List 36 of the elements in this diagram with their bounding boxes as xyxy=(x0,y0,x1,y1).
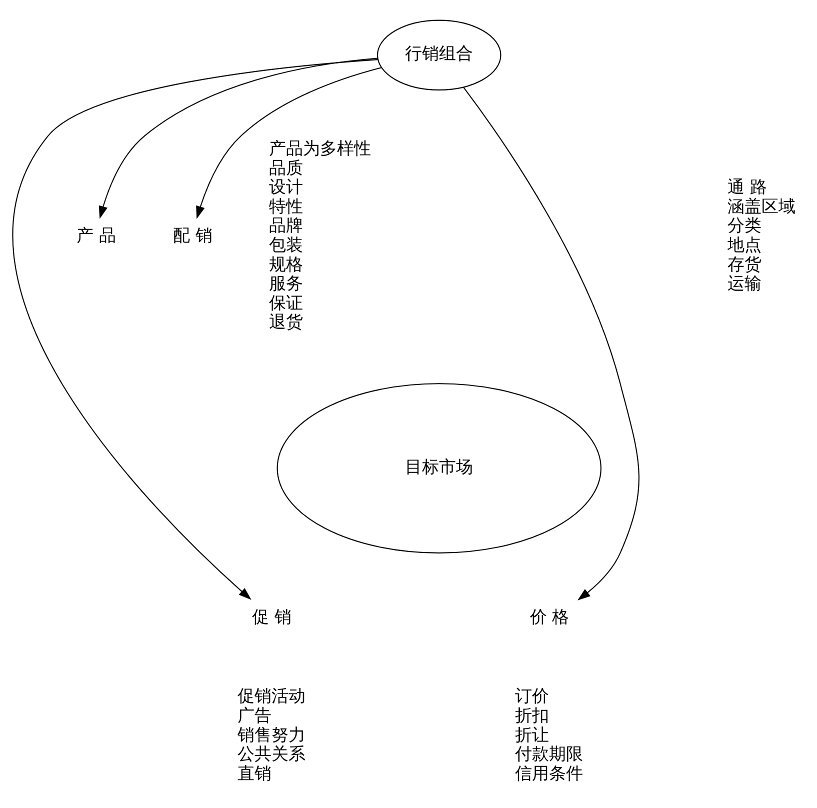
node-text: 产 品 xyxy=(76,225,116,246)
node-text: 价 格 xyxy=(530,606,570,627)
arrow xyxy=(463,86,640,600)
node-label: 分类 xyxy=(727,216,762,236)
node-label: 退货 xyxy=(269,312,304,332)
node-ellipse: 目标市场 xyxy=(276,382,602,553)
node-label: 通 路 xyxy=(727,177,767,198)
node-label: 付款期限 xyxy=(515,744,584,764)
node-label: 广告 xyxy=(238,705,272,726)
node-label: 折扣 xyxy=(515,705,550,726)
node-text: 促 销 xyxy=(252,606,292,627)
node-label: 产品为多样性 xyxy=(269,138,372,159)
node-label: 促销活动 xyxy=(238,686,306,706)
node-label: 存货 xyxy=(727,254,762,274)
node-label: 地点 xyxy=(727,234,762,255)
node-label: 运输 xyxy=(727,274,762,294)
arrow xyxy=(13,58,378,600)
node-label: 订价 xyxy=(515,686,550,706)
node-label: 品牌 xyxy=(269,216,304,236)
node-label: 服务 xyxy=(269,274,304,294)
node-label: 销售努力 xyxy=(238,724,306,745)
node-label: 特性 xyxy=(269,196,304,216)
arrow xyxy=(196,66,382,219)
node-label: 折让 xyxy=(515,724,550,745)
node-ellipse: 行销组合 xyxy=(376,19,502,90)
node-label: 设计 xyxy=(269,177,304,198)
node-label: 品质 xyxy=(269,158,304,178)
node-label: 信用条件 xyxy=(515,763,584,784)
node-label: 包装 xyxy=(269,234,304,255)
arrow xyxy=(98,57,378,218)
node-label: 保证 xyxy=(269,292,304,313)
node-label: 规格 xyxy=(269,254,304,274)
node-label: 涵盖区域 xyxy=(727,196,796,216)
node-label: 公共关系 xyxy=(238,744,306,764)
node-text: 配 销 xyxy=(172,225,212,246)
node-label: 直销 xyxy=(238,763,272,784)
